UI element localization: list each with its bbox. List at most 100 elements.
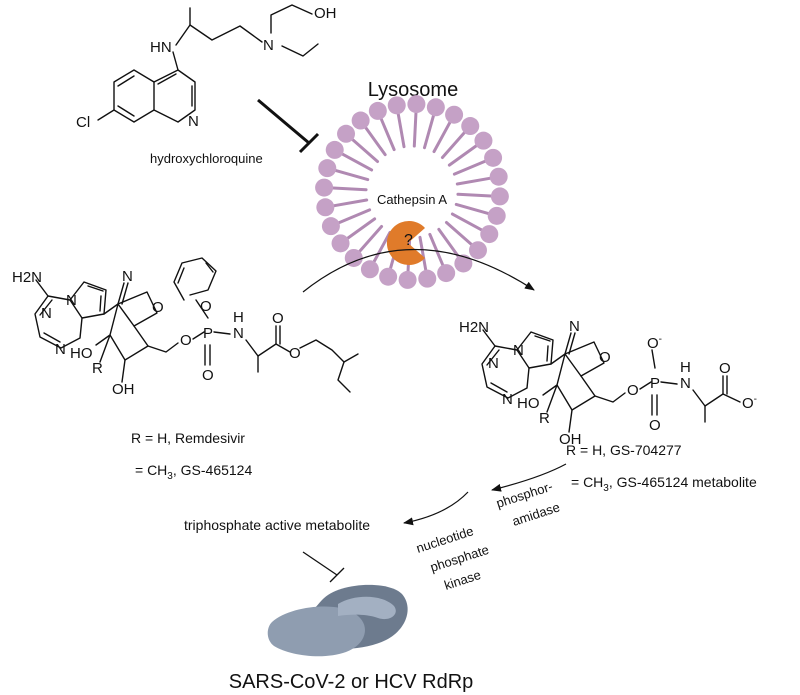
lipid-tail [444, 220, 473, 246]
remdesivir-ring-o: O [152, 299, 164, 316]
metabolite-n2-atom: N [488, 355, 499, 372]
remdesivir-p-o-atom: O [202, 367, 214, 384]
remdesivir-amide-n: N [233, 325, 244, 342]
lipid-tail [422, 114, 435, 150]
lipid-head [398, 270, 417, 289]
metabolite-label-2: = CH3, GS-465124 metabolite [571, 474, 757, 494]
remdesivir-nitrile-n: N [122, 268, 133, 285]
lipid-head [445, 105, 464, 124]
rdrp-protein-icon [267, 584, 408, 657]
lipid-head [360, 260, 379, 279]
lipid-tail [456, 192, 493, 198]
lipid-head [368, 101, 387, 120]
lipid-tail [351, 138, 380, 164]
lipid-head [426, 98, 445, 117]
lipid-head [489, 167, 508, 186]
activation-arrow [302, 248, 535, 293]
metabolite-ho-atom: HO [517, 395, 540, 412]
metabolite-o-minus-atom: O- [647, 334, 662, 352]
lipid-tail [418, 235, 428, 272]
lipid-head [487, 206, 506, 225]
metabolite-amide-h: H [680, 359, 691, 376]
cathepsin-a-icon [386, 221, 425, 266]
hcq-inhibition-bar [298, 132, 320, 154]
lipid-tail [455, 176, 492, 186]
hydroxychloroquine-structure [97, 4, 319, 123]
lipid-head [315, 178, 334, 197]
hcq-name-label: hydroxychloroquine [150, 151, 263, 166]
lipid-tail [331, 186, 368, 192]
remdesivir-amide-h: H [233, 309, 244, 326]
remdesivir-r-group: R [92, 360, 103, 377]
lipid-head [316, 198, 335, 217]
hcq-ring-n-atom: N [188, 113, 199, 130]
lipid-head [461, 117, 480, 136]
remdesivir-h2n-atom: H2N [12, 269, 42, 286]
remdesivir-oh-atom: OH [112, 381, 135, 398]
metabolite-label-1: R = H, GS-704277 [566, 442, 682, 458]
target-inhibition-line [302, 551, 338, 576]
remdesivir-n2-atom: N [41, 305, 52, 322]
remdesivir-carbonyl-o: O [272, 310, 284, 327]
metabolite-link-o: O [627, 382, 639, 399]
lysosome-lipid-layer [315, 95, 509, 289]
remdesivir-n1-atom: N [66, 292, 77, 309]
target-label: SARS-CoV-2 or HCV RdRp [229, 671, 474, 693]
metabolite-n1-atom: N [513, 342, 524, 359]
remdesivir-label-1: R = H, Remdesivir [131, 430, 245, 446]
metabolite-oh-atom: OH [559, 431, 582, 448]
lipid-tail [440, 131, 466, 160]
remdesivir-phenoxy-o: O [200, 298, 212, 315]
lipid-tail [452, 159, 487, 176]
lipid-tail [428, 232, 445, 267]
lipid-head [418, 269, 437, 288]
lipid-head [484, 148, 503, 167]
remdesivir-structure [34, 257, 359, 393]
metabolite-nitrile-n: N [569, 318, 580, 335]
phosphoramidase-arrow [491, 463, 567, 492]
lipid-head [337, 124, 356, 143]
lipid-tail [337, 208, 372, 225]
remdesivir-label-2: = CH3, GS-465124 [135, 462, 252, 482]
metabolite-p-o-atom: O [649, 417, 661, 434]
lipid-head [379, 267, 398, 286]
metabolite-acid-o: O- [742, 394, 757, 412]
metabolite-structure [481, 329, 741, 433]
metabolite-p-atom: P [650, 375, 660, 392]
lipid-head [344, 248, 363, 267]
lipid-tail [332, 198, 369, 208]
kinase-arrow [403, 491, 469, 526]
lipid-head [480, 225, 499, 244]
lipid-head [351, 111, 370, 130]
active-metabolite-label: triphosphate active metabolite [184, 517, 370, 533]
lipid-tail [379, 117, 396, 152]
lipid-tail [341, 152, 374, 172]
remdesivir-ester-o: O [289, 345, 301, 362]
hcq-n-atom: N [263, 37, 274, 54]
lipid-head [331, 234, 350, 253]
lipid-tail [447, 144, 478, 167]
lipid-head [468, 241, 487, 260]
metabolite-r-group: R [539, 410, 550, 427]
lipid-head [318, 159, 337, 178]
target-inhibition-bar [329, 567, 345, 583]
lipid-head [490, 187, 509, 206]
lipid-tail [454, 202, 490, 215]
hcq-inhibition-line [257, 98, 310, 145]
remdesivir-ho-atom: HO [70, 345, 93, 362]
kinase-label-3: kinase [442, 567, 482, 593]
lipid-head [387, 96, 406, 115]
metabolite-ring-o: O [599, 349, 611, 366]
lipid-tail [432, 121, 452, 154]
metabolite-n3-atom: N [502, 391, 513, 408]
lipid-head [325, 140, 344, 159]
cathepsin-label: Cathepsin A [377, 192, 447, 207]
lipid-tail [437, 227, 460, 258]
hcq-oh-atom: OH [314, 5, 337, 22]
lipid-head [437, 264, 456, 283]
metabolite-amide-n: N [680, 375, 691, 392]
remdesivir-p-atom: P [203, 325, 213, 342]
lipid-head [407, 95, 426, 114]
